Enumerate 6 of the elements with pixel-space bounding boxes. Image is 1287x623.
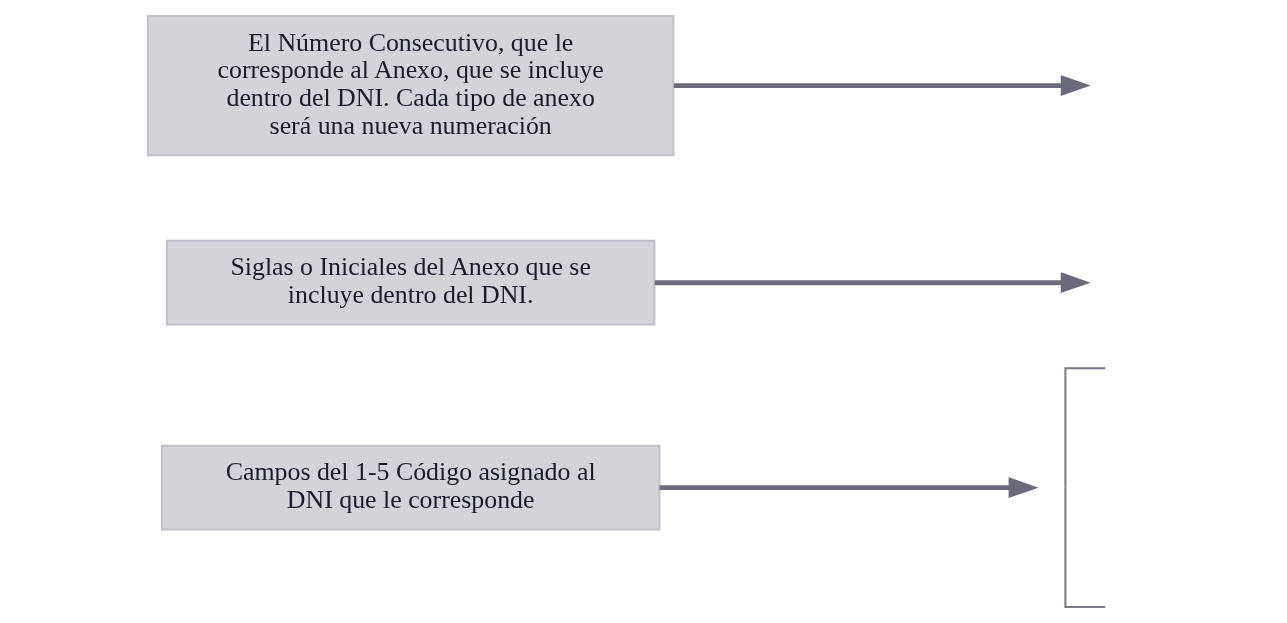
node-box: Campos del 1-5 Código asignado al DNI que le corresponde (160, 444, 661, 531)
arrow (659, 477, 1039, 499)
node-box: El Número Consecutivo, que le corresponde al Anexo, que se incluye dentro del DNI. Cada tipo de anexo será una nueva numeración (146, 14, 675, 157)
node-box: Siglas o Iniciales del Anexo que se incluye dentro del DNI. (165, 239, 656, 326)
arrow (673, 75, 1091, 97)
arrow (654, 272, 1091, 294)
